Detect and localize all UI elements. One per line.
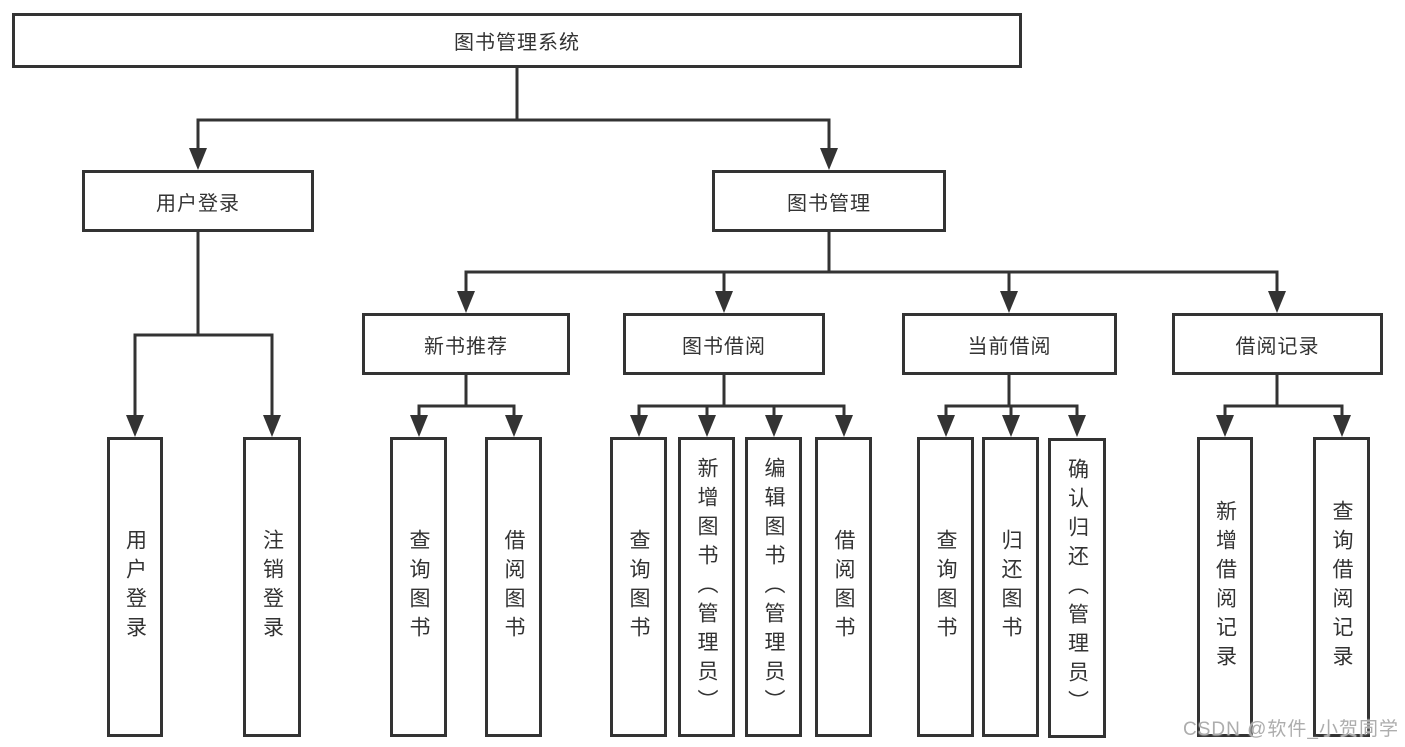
- leaf-confirm-return-admin: 确认归还（管理员）: [1048, 438, 1106, 738]
- node-current-borrowing: 当前借阅: [902, 313, 1117, 375]
- leaf-logout: 注销登录: [243, 437, 301, 737]
- leaf-borrow-books: 借阅图书: [815, 437, 872, 737]
- leaf-query-books-recommend: 查询图书: [390, 437, 447, 737]
- node-borrowing-records: 借阅记录: [1172, 313, 1383, 375]
- node-new-book-recommendation: 新书推荐: [362, 313, 570, 375]
- leaf-add-books-admin: 新增图书（管理员）: [678, 437, 735, 737]
- node-book-management: 图书管理: [712, 170, 946, 232]
- leaf-add-borrow-record: 新增借阅记录: [1197, 437, 1253, 737]
- node-book-borrowing: 图书借阅: [623, 313, 825, 375]
- leaf-return-books: 归还图书: [982, 437, 1039, 737]
- leaf-user-login: 用户登录: [107, 437, 163, 737]
- leaf-query-books-borrowing: 查询图书: [610, 437, 667, 737]
- leaf-query-books-current: 查询图书: [917, 437, 974, 737]
- leaf-edit-books-admin: 编辑图书（管理员）: [745, 437, 802, 737]
- leaf-borrow-books-recommend: 借阅图书: [485, 437, 542, 737]
- node-user-login: 用户登录: [82, 170, 314, 232]
- csdn-watermark: CSDN @软件_小贺同学: [1183, 719, 1399, 740]
- node-library-management-system: 图书管理系统: [12, 13, 1022, 68]
- leaf-query-borrow-record: 查询借阅记录: [1313, 437, 1370, 737]
- arrowheads: [126, 148, 1351, 437]
